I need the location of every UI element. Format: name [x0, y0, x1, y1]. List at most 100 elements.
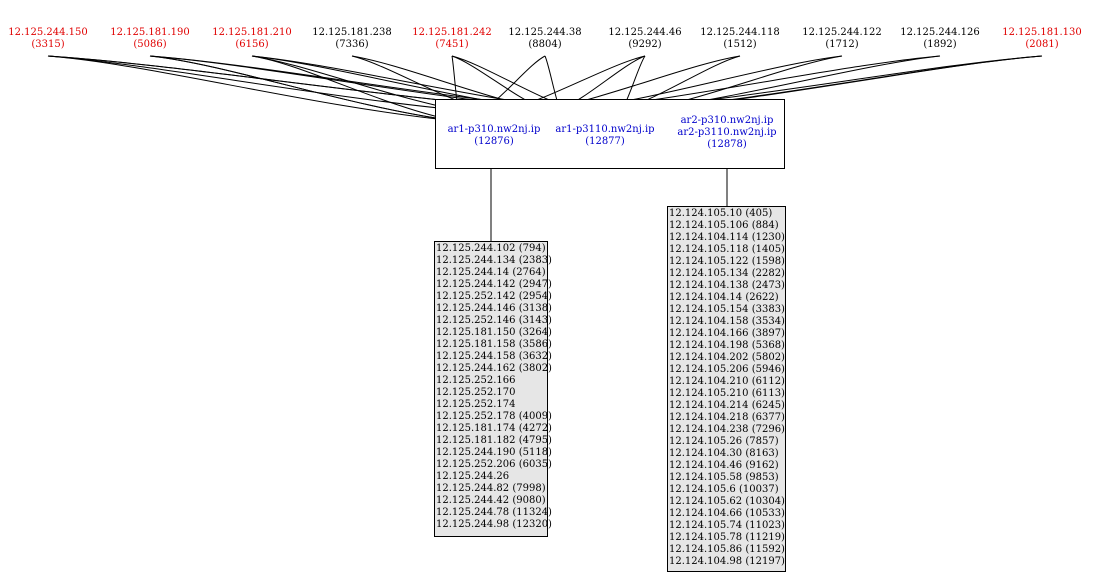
upstream-node-ip: 12.125.244.126 — [900, 27, 980, 38]
ip-list-item: 12.124.105.154 (3383) — [669, 304, 785, 315]
upstream-node-ip: 12.125.181.210 — [212, 27, 292, 38]
right-ip-list: 12.124.105.10 (405)12.124.105.106 (884)1… — [667, 206, 786, 572]
ip-list-item: 12.124.105.122 (1598) — [669, 256, 785, 267]
ip-list-item: 12.124.105.106 (884) — [669, 220, 779, 231]
ip-list-item: 12.125.244.142 (2947) — [436, 279, 552, 290]
router-ar1-p310[interactable]: ar1-p310.nw2nj.ip (12876) — [444, 124, 544, 148]
ip-list-item: 12.124.104.46 (9162) — [669, 460, 779, 471]
upstream-link — [149, 55, 457, 122]
ip-list-item: 12.124.104.66 (10533) — [669, 508, 785, 519]
ip-list-item: 12.125.252.206 (6035) — [436, 459, 552, 470]
upstream-node-ip: 12.125.244.122 — [802, 27, 882, 38]
upstream-node[interactable]: 12.125.244.118(1512) — [685, 27, 795, 51]
ip-list-item: 12.124.104.14 (2622) — [669, 292, 779, 303]
ip-list-item: 12.125.244.158 (3632) — [436, 351, 552, 362]
upstream-node-count: (2081) — [1025, 39, 1059, 50]
ip-list-item: 12.124.105.206 (5946) — [669, 364, 785, 375]
ip-list-item: 12.125.181.150 (3264) — [436, 327, 552, 338]
ip-list-item: 12.124.104.158 (3534) — [669, 316, 785, 327]
ip-list-item: 12.124.105.118 (1405) — [669, 244, 785, 255]
upstream-node[interactable]: 12.125.244.126(1892) — [885, 27, 995, 51]
upstream-node-ip: 12.125.244.38 — [508, 27, 582, 38]
ip-list-item: 12.125.244.190 (5118) — [436, 447, 552, 458]
ip-list-item: 12.125.244.146 (3138) — [436, 303, 552, 314]
upstream-node[interactable]: 12.125.181.130(2081) — [987, 27, 1097, 51]
ip-list-item: 12.124.104.198 (5368) — [669, 340, 785, 351]
router-ar2-count: (12878) — [707, 139, 747, 150]
ip-list-item: 12.125.252.166 — [436, 375, 516, 386]
ip-list-item: 12.125.252.146 (3143) — [436, 315, 552, 326]
ip-list-item: 12.124.104.202 (5802) — [669, 352, 785, 363]
router-ar1-p3110-count: (12877) — [585, 136, 625, 147]
upstream-node-ip: 12.125.244.150 — [8, 27, 88, 38]
upstream-node-count: (1512) — [723, 39, 757, 50]
ip-list-item: 12.125.252.174 — [436, 399, 516, 410]
upstream-link — [47, 55, 457, 122]
upstream-link — [149, 55, 457, 122]
upstream-node[interactable]: 12.125.181.238(7336) — [297, 27, 407, 51]
ip-list-item: 12.125.244.82 (7998) — [436, 483, 546, 494]
ip-list-item: 12.124.104.114 (1230) — [669, 232, 785, 243]
upstream-node-count: (5086) — [133, 39, 167, 50]
upstream-node-count: (8804) — [528, 39, 562, 50]
ip-list-item: 12.124.105.10 (405) — [669, 208, 773, 219]
upstream-node-ip: 12.125.244.46 — [608, 27, 682, 38]
upstream-node-ip: 12.125.181.238 — [312, 27, 392, 38]
ip-list-item: 12.125.181.182 (4795) — [436, 435, 552, 446]
upstream-node[interactable]: 12.125.244.122(1712) — [787, 27, 897, 51]
upstream-link — [47, 55, 459, 111]
ip-list-item: 12.124.105.210 (6113) — [669, 388, 785, 399]
router-ar1-p3110-name: ar1-p3110.nw2nj.ip — [555, 124, 655, 135]
upstream-node[interactable]: 12.125.181.210(6156) — [197, 27, 307, 51]
ip-list-item: 12.125.252.170 — [436, 387, 516, 398]
ip-list-item: 12.125.244.42 (9080) — [436, 495, 546, 506]
ip-list-item: 12.125.244.102 (794) — [436, 243, 546, 254]
router-ar1-p310-count: (12876) — [474, 136, 514, 147]
upstream-node[interactable]: 12.125.181.190(5086) — [95, 27, 205, 51]
upstream-node[interactable]: 12.125.244.38(8804) — [490, 27, 600, 51]
router-group-box: ar1-p310.nw2nj.ip (12876) ar1-p3110.nw2n… — [435, 99, 785, 169]
ip-list-item: 12.125.244.162 (3802) — [436, 363, 552, 374]
ip-list-item: 12.124.105.26 (7857) — [669, 436, 779, 447]
ip-list-item: 12.125.181.158 (3586) — [436, 339, 552, 350]
upstream-node-ip: 12.125.244.118 — [700, 27, 780, 38]
ip-list-item: 12.124.105.58 (9853) — [669, 472, 779, 483]
ip-list-item: 12.124.105.74 (11023) — [669, 520, 785, 531]
upstream-link — [251, 55, 457, 122]
upstream-node-ip: 12.125.181.190 — [110, 27, 190, 38]
router-ar1-p310-name: ar1-p310.nw2nj.ip — [447, 124, 541, 135]
ip-list-item: 12.124.105.86 (11592) — [669, 544, 785, 555]
router-ar1-p3110[interactable]: ar1-p3110.nw2nj.ip (12877) — [555, 124, 655, 148]
ip-list-item: 12.124.104.218 (6377) — [669, 412, 785, 423]
upstream-node-count: (1892) — [923, 39, 957, 50]
upstream-node[interactable]: 12.125.244.46(9292) — [590, 27, 700, 51]
ip-list-item: 12.125.181.174 (4272) — [436, 423, 552, 434]
ip-list-item: 12.125.244.78 (11324) — [436, 507, 552, 518]
upstream-node-count: (9292) — [628, 39, 662, 50]
ip-list-item: 12.124.105.78 (11219) — [669, 532, 785, 543]
ip-list-item: 12.124.104.238 (7296) — [669, 424, 785, 435]
ip-list-item: 12.124.104.98 (12197) — [669, 556, 785, 567]
upstream-node-ip: 12.125.181.130 — [1002, 27, 1082, 38]
router-ar2-name-2: ar2-p3110.nw2nj.ip — [677, 127, 777, 138]
ip-list-item: 12.124.104.30 (8163) — [669, 448, 779, 459]
ip-list-item: 12.125.244.26 — [436, 471, 510, 482]
ip-list-item: 12.125.244.134 (2383) — [436, 255, 552, 266]
ip-list-item: 12.124.105.6 (10037) — [669, 484, 779, 495]
left-ip-list: 12.125.244.102 (794)12.125.244.134 (2383… — [434, 241, 552, 537]
upstream-node-ip: 12.125.181.242 — [412, 27, 492, 38]
ip-list-item: 12.124.104.210 (6112) — [669, 376, 785, 387]
upstream-node-count: (6156) — [235, 39, 269, 50]
ip-list-item: 12.124.105.134 (2282) — [669, 268, 785, 279]
ip-list-item: 12.125.252.178 (4009) — [436, 411, 552, 422]
ip-list-item: 12.125.244.14 (2764) — [436, 267, 546, 278]
upstream-node[interactable]: 12.125.181.242(7451) — [397, 27, 507, 51]
upstream-node-count: (7451) — [435, 39, 469, 50]
upstream-node-count: (1712) — [825, 39, 859, 50]
upstream-node-count: (7336) — [335, 39, 369, 50]
upstream-node[interactable]: 12.125.244.150(3315) — [0, 27, 103, 51]
ip-list-item: 12.125.252.142 (2954) — [436, 291, 552, 302]
router-ar2-name-1: ar2-p310.nw2nj.ip — [680, 115, 774, 126]
router-ar2[interactable]: ar2-p310.nw2nj.ip ar2-p3110.nw2nj.ip (12… — [672, 115, 782, 151]
ip-list-item: 12.125.244.98 (12320) — [436, 519, 552, 530]
